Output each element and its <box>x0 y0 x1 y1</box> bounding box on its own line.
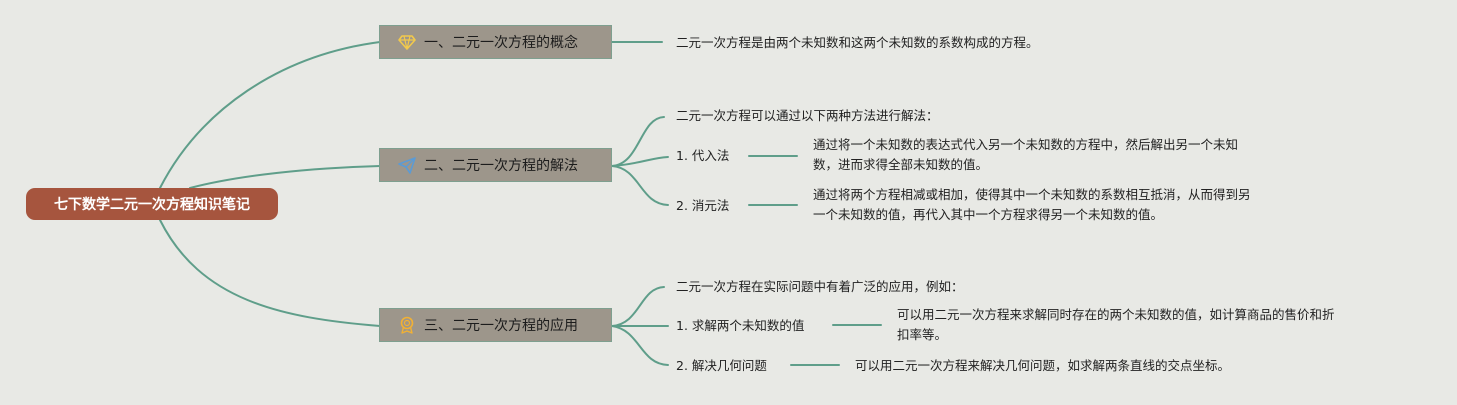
topic-node-application[interactable]: 三、二元一次方程的应用 <box>379 308 612 342</box>
diamond-icon <box>398 33 416 51</box>
topic-title: 一、二元一次方程的概念 <box>424 35 578 51</box>
detail-line: 扣率等。 <box>897 327 948 342</box>
detail-line: 通过将两个方程相减或相加，使得其中一个未知数的系数相互抵消，从而得到另 <box>813 187 1251 202</box>
elimination-method-label: 2. 消元法 <box>676 198 730 213</box>
connector-topic3-item2 <box>611 325 669 366</box>
connector-root-topic-1 <box>159 41 381 189</box>
connector-topic2-item1 <box>611 156 669 167</box>
substitution-method-detail: 通过将一个未知数的表达式代入另一个未知数的方程中，然后解出另一个未知 数，进而求… <box>813 135 1238 175</box>
elimination-method-detail: 通过将两个方程相减或相加，使得其中一个未知数的系数相互抵消，从而得到另 一个未知… <box>813 185 1251 225</box>
detail-line: 一个未知数的值，再代入其中一个方程求得另一个未知数的值。 <box>813 207 1164 222</box>
application-item-geometry-label: 2. 解决几何问题 <box>676 358 767 373</box>
application-item-geometry-detail: 可以用二元一次方程来解决几何问题，如求解两条直线的交点坐标。 <box>855 358 1231 373</box>
application-item-solve-detail: 可以用二元一次方程来求解同时存在的两个未知数的值，如计算商品的售价和折 扣率等。 <box>897 305 1335 345</box>
topic-node-concept[interactable]: 一、二元一次方程的概念 <box>379 25 612 59</box>
detail-line: 可以用二元一次方程来求解同时存在的两个未知数的值，如计算商品的售价和折 <box>897 307 1335 322</box>
topic-node-solution[interactable]: 二、二元一次方程的解法 <box>379 148 612 182</box>
connector-topic2-item2 <box>611 165 669 206</box>
topic-title: 二、二元一次方程的解法 <box>424 158 578 174</box>
concept-text: 二元一次方程是由两个未知数和这两个未知数的系数构成的方程。 <box>676 35 1039 50</box>
award-icon <box>398 316 416 334</box>
application-intro: 二元一次方程在实际问题中有着广泛的应用，例如： <box>676 279 964 294</box>
detail-line: 通过将一个未知数的表达式代入另一个未知数的方程中，然后解出另一个未知 <box>813 137 1239 152</box>
connector-root-topic-3 <box>159 219 381 327</box>
paper-plane-icon <box>398 156 416 174</box>
connector-root-topic-2 <box>189 165 381 189</box>
root-title: 七下数学二元一次方程知识笔记 <box>54 197 250 213</box>
topic-title: 三、二元一次方程的应用 <box>424 318 578 334</box>
substitution-method-label: 1. 代入法 <box>676 148 730 163</box>
solution-intro: 二元一次方程可以通过以下两种方法进行解法： <box>676 108 939 123</box>
root-node[interactable]: 七下数学二元一次方程知识笔记 <box>26 188 278 220</box>
connector-topic3-intro <box>611 286 665 327</box>
detail-line: 数，进而求得全部未知数的值。 <box>813 157 989 172</box>
application-item-solve-label: 1. 求解两个未知数的值 <box>676 318 805 333</box>
connector-topic2-intro <box>611 116 665 167</box>
